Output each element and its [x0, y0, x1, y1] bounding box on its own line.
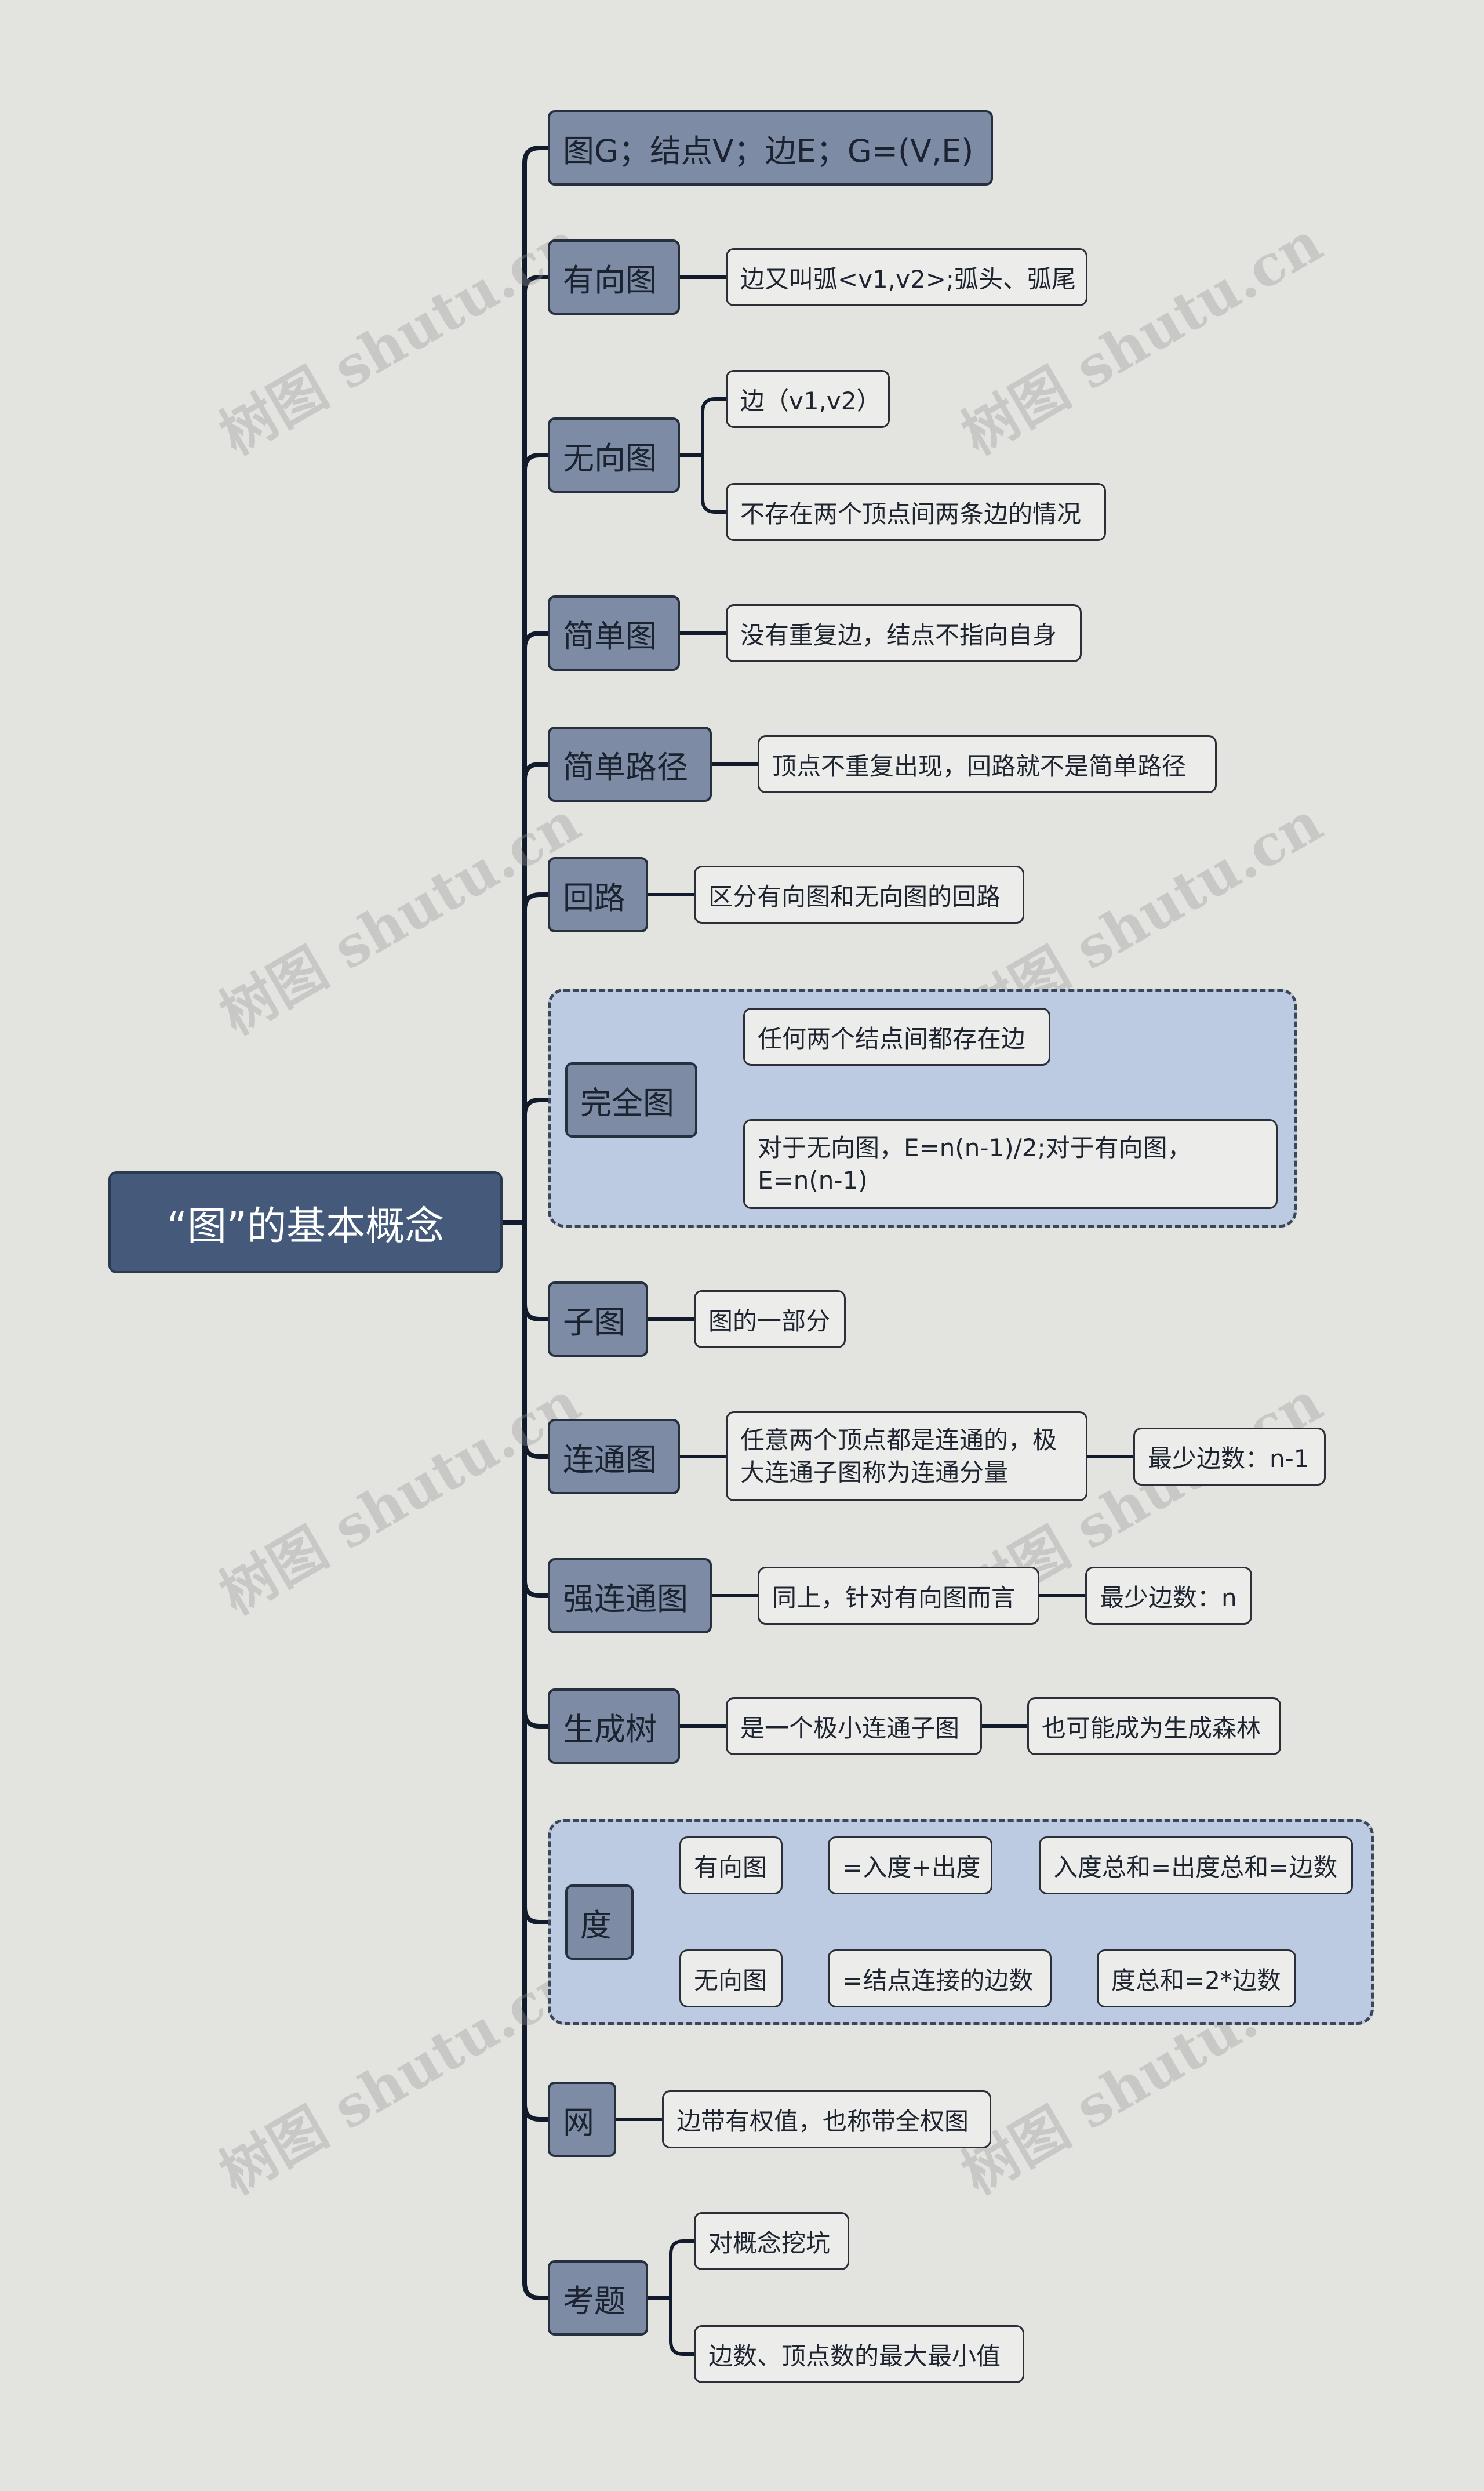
connector-line [522, 1220, 550, 1729]
leaf-degree-directed-sum[interactable]: 入度总和=出度总和=边数 [1039, 1836, 1353, 1894]
branch-connected-graph[interactable]: 连通图 [548, 1419, 680, 1494]
leaf-spanning-tree-desc[interactable]: 是一个极小连通子图 [726, 1697, 982, 1755]
leaf-edge-notation[interactable]: 边（v1,v2） [726, 370, 890, 428]
connector-line [522, 762, 550, 1225]
leaf-network-desc[interactable]: 边带有权值，也称带全权图 [662, 2090, 991, 2148]
connector-line [522, 146, 550, 1225]
connector-line [522, 453, 550, 1225]
leaf-exam-min-max[interactable]: 边数、顶点数的最大最小值 [694, 2325, 1024, 2383]
branch-graph-definition[interactable]: 图G；结点V；边E；G=(V,E) [548, 110, 993, 186]
connector-line [522, 275, 550, 1225]
leaf-strongly-connected-min-edges[interactable]: 最少边数：n [1085, 1567, 1252, 1625]
connector-line [669, 2296, 696, 2356]
leaf-subgraph-desc[interactable]: 图的一部分 [694, 1290, 846, 1348]
connector-line [522, 1220, 550, 2122]
branch-strongly-connected-graph[interactable]: 强连通图 [548, 1558, 712, 1633]
branch-network[interactable]: 网 [548, 2082, 616, 2157]
branch-spanning-tree[interactable]: 生成树 [548, 1688, 680, 1764]
leaf-strongly-connected-desc[interactable]: 同上，针对有向图而言 [758, 1567, 1039, 1625]
leaf-cycle-desc[interactable]: 区分有向图和无向图的回路 [694, 866, 1024, 924]
connector-line [522, 1220, 550, 1459]
leaf-degree-undirected-formula[interactable]: =结点连接的边数 [828, 1949, 1052, 2007]
leaf-arc-definition[interactable]: 边又叫弧<v1,v2>;弧头、弧尾 [726, 248, 1087, 306]
leaf-spanning-forest[interactable]: 也可能成为生成森林 [1027, 1697, 1281, 1755]
leaf-complete-graph-formula[interactable]: 对于无向图，E=n(n-1)/2;对于有向图，E=n(n-1) [743, 1119, 1278, 1209]
connector-line [701, 453, 728, 514]
connector-line [522, 1220, 550, 1321]
leaf-simple-graph-desc[interactable]: 没有重复边，结点不指向自身 [726, 604, 1082, 662]
leaf-degree-undirected-sum[interactable]: 度总和=2*边数 [1097, 1949, 1296, 2007]
root-node[interactable]: “图”的基本概念 [108, 1171, 503, 1273]
branch-subgraph[interactable]: 子图 [548, 1281, 648, 1357]
leaf-connected-min-edges[interactable]: 最少边数：n-1 [1133, 1428, 1326, 1486]
connector-line [522, 631, 550, 1225]
leaf-exam-concept-trap[interactable]: 对概念挖坑 [694, 2212, 849, 2270]
branch-undirected-graph[interactable]: 无向图 [548, 417, 680, 493]
branch-cycle[interactable]: 回路 [548, 857, 648, 932]
connector-line [522, 1220, 550, 2300]
leaf-simple-path-desc[interactable]: 顶点不重复出现，回路就不是简单路径 [758, 735, 1217, 793]
leaf-degree-directed[interactable]: 有向图 [679, 1836, 783, 1894]
leaf-complete-graph-edges[interactable]: 任何两个结点间都存在边 [743, 1008, 1050, 1066]
branch-directed-graph[interactable]: 有向图 [548, 239, 680, 315]
connector-line [522, 1220, 550, 1598]
leaf-no-multi-edge[interactable]: 不存在两个顶点间两条边的情况 [726, 483, 1106, 541]
connector-line [669, 2239, 696, 2300]
connector-line [701, 397, 728, 457]
branch-simple-path[interactable]: 简单路径 [548, 727, 712, 802]
connector-line [522, 1098, 568, 1225]
branch-simple-graph[interactable]: 简单图 [548, 595, 680, 671]
branch-complete-graph[interactable]: 完全图 [565, 1062, 697, 1138]
connector-line [522, 892, 550, 1225]
branch-degree[interactable]: 度 [565, 1884, 634, 1960]
leaf-degree-directed-formula[interactable]: =入度+出度 [828, 1836, 992, 1894]
leaf-degree-undirected[interactable]: 无向图 [679, 1949, 783, 2007]
leaf-connected-graph-desc[interactable]: 任意两个顶点都是连通的，极大连通子图称为连通分量 [726, 1411, 1087, 1501]
branch-exam-questions[interactable]: 考题 [548, 2260, 648, 2336]
